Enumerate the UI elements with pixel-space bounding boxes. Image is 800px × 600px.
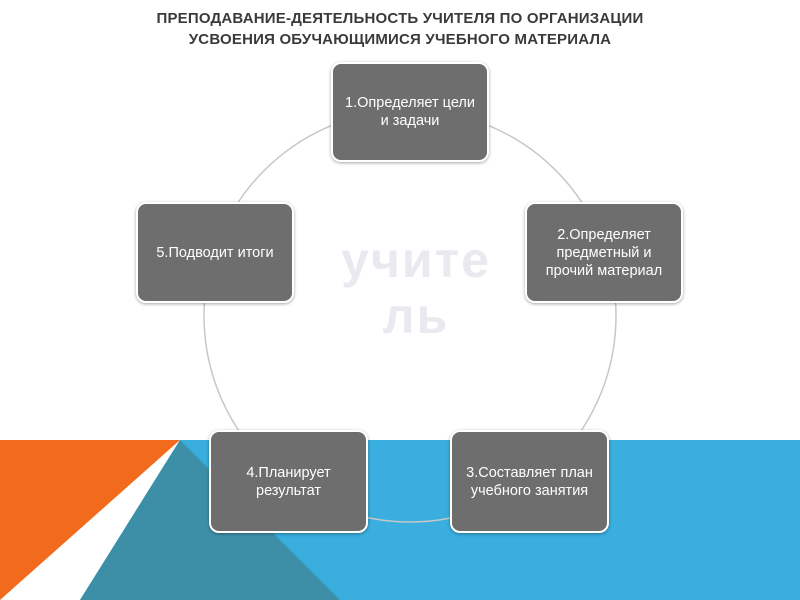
center-label: учите ль <box>318 232 514 344</box>
title-line-1: ПРЕПОДАВАНИЕ-ДЕЯТЕЛЬНОСТЬ УЧИТЕЛЯ ПО ОРГ… <box>156 10 644 27</box>
title-line-2: УСВОЕНИЯ ОБУЧАЮЩИМИСЯ УЧЕБНОГО МАТЕРИАЛА <box>188 31 612 48</box>
slide-title: ПРЕПОДАВАНИЕ-ДЕЯТЕЛЬНОСТЬ УЧИТЕЛЯ ПО ОРГ… <box>100 8 700 50</box>
step-box-3: 3.Составляет план учебного занятия <box>450 430 609 533</box>
orange-triangle <box>0 440 180 600</box>
step-box-1: 1.Определяет цели и задачи <box>331 62 489 162</box>
step-box-2: 2.Определяет предметный и прочий материа… <box>525 202 683 303</box>
step-box-5: 5.Подводит итоги <box>136 202 294 303</box>
step-box-4: 4.Планирует результат <box>209 430 368 533</box>
center-label-line-1: учите <box>341 232 491 288</box>
center-label-line-2: ль <box>382 288 450 344</box>
